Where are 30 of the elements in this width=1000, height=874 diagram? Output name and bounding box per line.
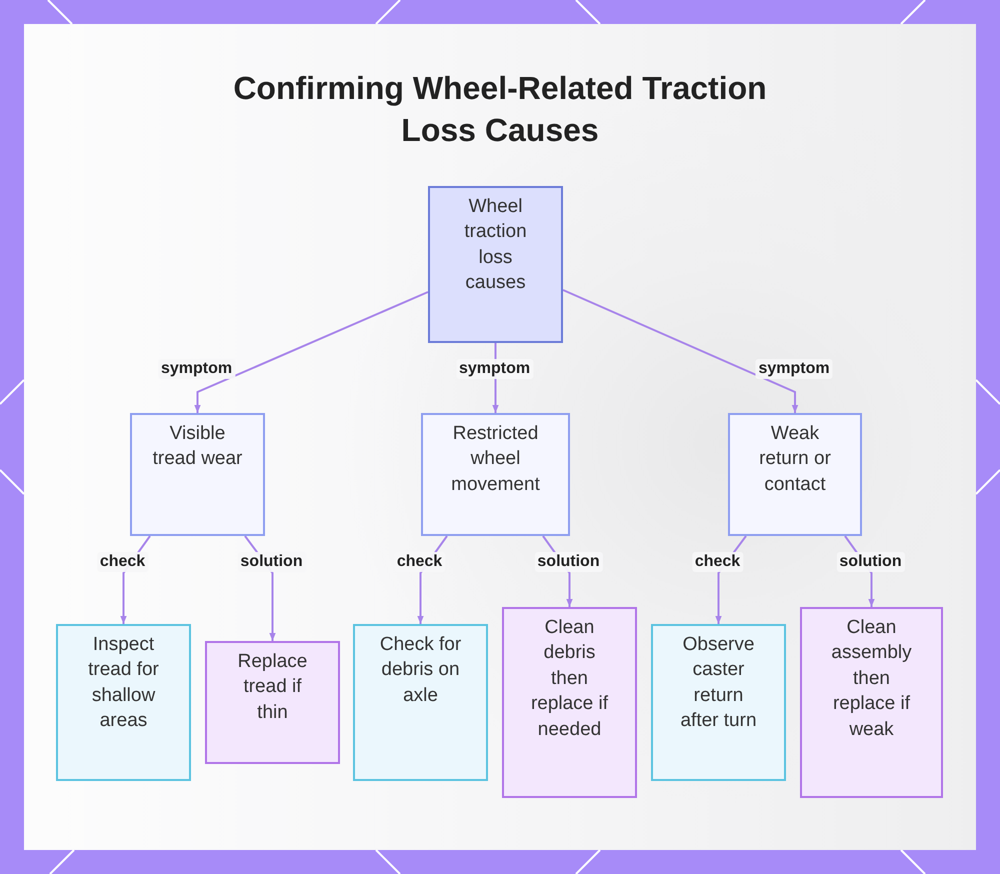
edge-label: check [692, 552, 744, 572]
arrow [562, 289, 798, 413]
node-text: Wheel traction loss causes [463, 195, 528, 296]
check-step-box [56, 624, 191, 781]
edge-label: symptom [755, 359, 833, 379]
node-text: Visible tread wear [152, 422, 243, 472]
solution-step-box [800, 607, 943, 798]
topic-box [428, 186, 563, 343]
diagram-title: Confirming Wheel-Related Traction Loss Causes [232, 69, 768, 150]
cause-box [421, 413, 570, 536]
check-step-box [353, 624, 488, 781]
node-text: Clean debris then replace if needed [530, 616, 610, 742]
node-text: Observe caster return after turn [679, 633, 758, 734]
arrow [194, 291, 428, 413]
node-text: Weak return or contact [758, 422, 832, 497]
edge-label: solution [534, 552, 603, 572]
edge-label: solution [836, 552, 905, 572]
check-step-box [651, 624, 786, 781]
edge-label: check [96, 552, 148, 572]
node-text: Inspect tread for shallow areas [87, 633, 160, 734]
node-text: Check for debris on axle [378, 633, 462, 708]
edge-label: symptom [456, 359, 534, 379]
node-text: Restricted wheel movement [450, 422, 541, 497]
cause-box [130, 413, 265, 536]
solution-step-box [205, 641, 340, 764]
edge-label: symptom [158, 359, 236, 379]
node-text: Clean assembly then replace if weak [830, 616, 913, 742]
cause-box [728, 413, 862, 536]
node-text: Replace tread if thin [236, 650, 308, 725]
solution-step-box [502, 607, 637, 798]
